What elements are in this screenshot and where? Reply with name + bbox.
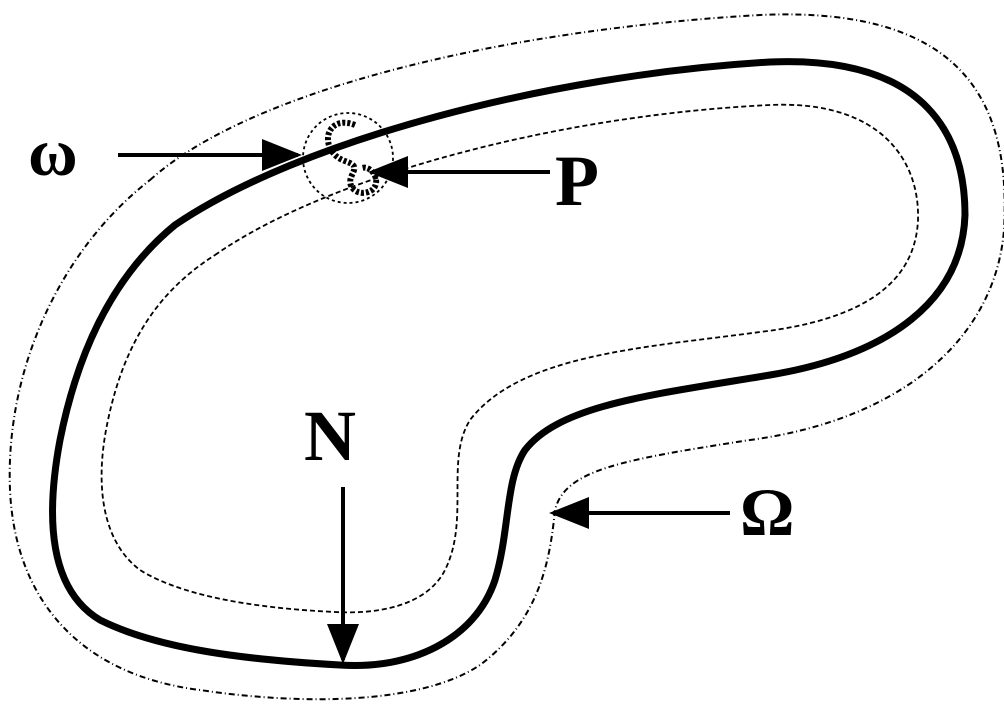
main-curve	[49, 58, 969, 670]
p-label: P	[555, 141, 599, 221]
omega-capital-label: Ω	[740, 474, 794, 550]
inner-boundary-curve	[100, 103, 919, 614]
n-label: N	[304, 396, 356, 476]
outer-boundary-curve	[8, 13, 1004, 701]
omega-small-label: ω	[28, 114, 78, 190]
